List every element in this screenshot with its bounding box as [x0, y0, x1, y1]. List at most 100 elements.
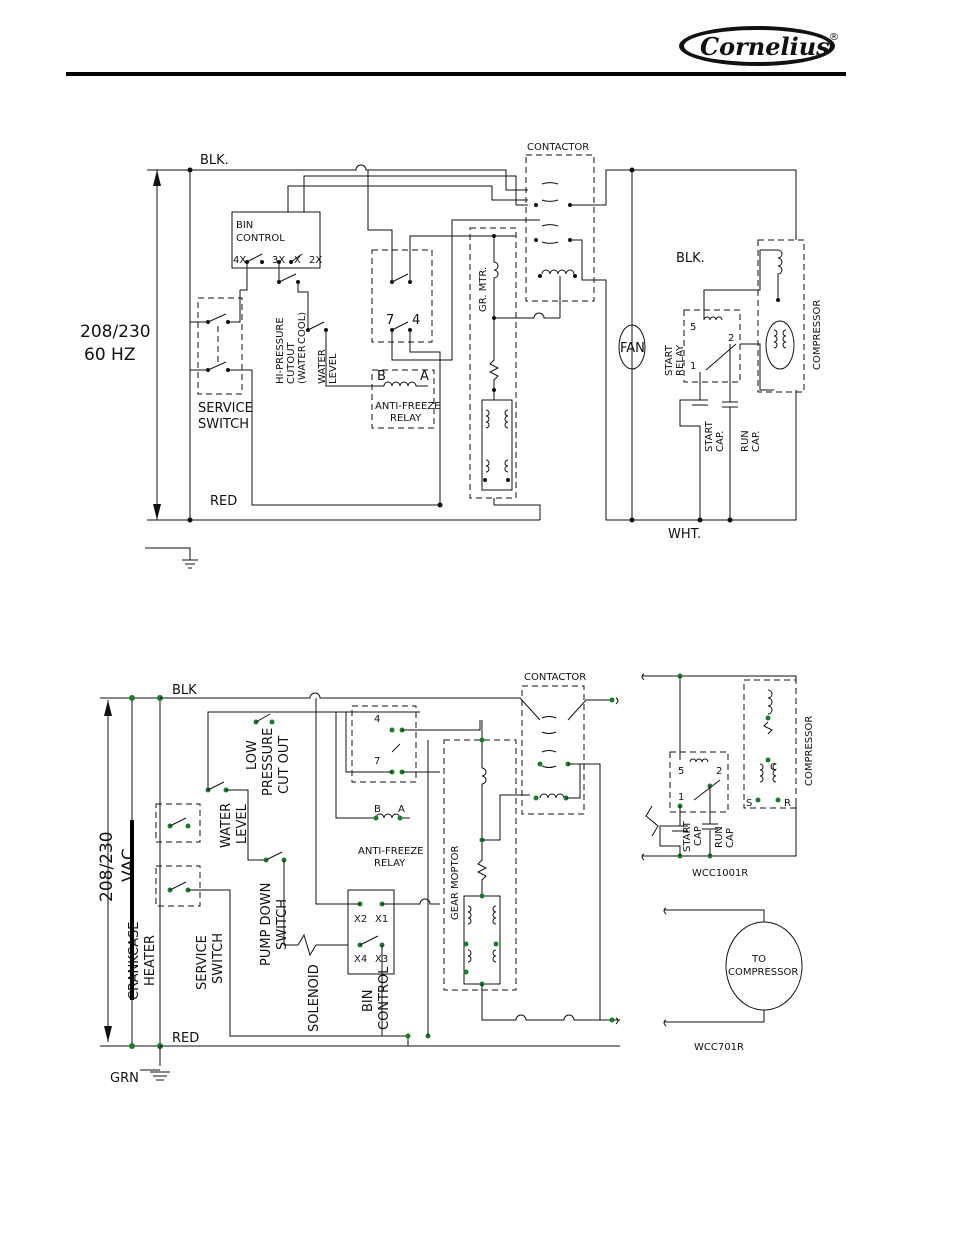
pump-down-label-2: SWITCH — [275, 899, 290, 950]
bin-control-label-1: BIN — [236, 220, 253, 231]
run-cap-label-1: RUN — [740, 430, 751, 452]
contactor-label: CONTACTOR — [527, 142, 589, 153]
logo-registered-mark: ® — [829, 32, 839, 43]
red-line-label-2: RED — [172, 1031, 199, 1046]
service-switch-box — [197, 297, 243, 395]
hi-pressure-label-3: (WATER — [297, 345, 308, 384]
low-pressure-label-2: PRESSURE — [261, 728, 276, 796]
anti-freeze-label-2a: ANTI-FREEZE — [358, 846, 424, 857]
water-level-switch-box — [155, 803, 201, 843]
run-cap-label-2: CAP. — [751, 431, 762, 452]
gear-motor-label-2: GEAR MOPTOR — [450, 845, 461, 920]
logo-text: Cornelius — [700, 32, 830, 61]
relay-coil-b-2: B — [374, 804, 381, 815]
relay-coil-a-2: A — [398, 804, 405, 815]
crankcase-label-1: CRANKCASE — [127, 922, 142, 1000]
hi-pressure-label-1: HI-PRESSURE — [275, 317, 286, 384]
start-relay-label-1: START — [664, 344, 675, 376]
bin-terminal-x2: X2 — [354, 914, 367, 925]
voltage-label-2: 208/230 — [97, 831, 117, 902]
relay-terminal-7: 7 — [386, 313, 394, 328]
start-relay-box — [683, 309, 741, 383]
bin-terminal-x4: X4 — [354, 954, 367, 965]
relay-terminal-4-2: 4 — [374, 714, 380, 725]
relay-coil-a: A — [420, 369, 429, 384]
bin-control-box — [231, 211, 321, 269]
water-level-label-2a: WATER — [219, 803, 234, 848]
blk-line-label: BLK. — [200, 153, 229, 168]
wht-line-label: WHT. — [668, 527, 701, 542]
start-relay-terminal-5-2: 5 — [678, 766, 684, 777]
start-cap-label-1: START — [704, 420, 715, 452]
anti-freeze-relay-contacts-2 — [351, 705, 417, 783]
start-relay-terminal-1: 1 — [690, 361, 696, 372]
voltage-label: 208/230 — [80, 322, 151, 342]
compressor-box — [757, 239, 805, 393]
vac-label: VAC — [119, 848, 139, 882]
red-line-label: RED — [210, 494, 237, 509]
water-level-label-2: LEVEL — [328, 353, 339, 384]
fan-motor — [618, 324, 646, 370]
model-wcc1001r-label: WCC1001R — [692, 868, 748, 879]
contactor-box — [525, 154, 595, 302]
to-compressor-label-1: TO — [751, 954, 766, 965]
to-compressor-label-2: COMPRESSOR — [728, 967, 798, 978]
bin-control-label-2a: BIN — [361, 990, 376, 1012]
diagram-1: 208/230 60 HZ BLK. RED BIN CONTROL 4X 3X… — [80, 142, 823, 569]
diagram-2: 208/230 VAC CRANKCASE HEATER BLK RED GRN… — [97, 672, 815, 1086]
run-cap-label-2a: RUN — [714, 826, 725, 848]
anti-freeze-label-1: ANTI-FREEZE — [375, 401, 441, 412]
anti-freeze-relay-contacts — [371, 249, 433, 343]
relay-terminal-4: 4 — [412, 313, 420, 328]
start-relay-terminal-2: 2 — [728, 333, 734, 344]
compressor-label: COMPRESSOR — [812, 300, 823, 370]
to-compressor-motor — [725, 921, 803, 1011]
compressor-terminal-c: C — [770, 762, 777, 773]
grn-line-label: GRN — [110, 1071, 139, 1086]
contactor-box-2 — [521, 685, 585, 815]
compressor-terminal-r: R — [784, 798, 791, 809]
compressor-label-2: COMPRESSOR — [804, 716, 815, 786]
solenoid-label: SOLENOID — [307, 964, 322, 1032]
bin-control-label-2b: CONTROL — [377, 966, 392, 1030]
low-pressure-label-3: CUT OUT — [277, 736, 292, 794]
start-cap-label-2a: START — [682, 820, 693, 852]
arrow-up-icon — [153, 170, 161, 186]
header: Cornelius ® — [66, 26, 846, 76]
fan-label: FAN — [620, 341, 645, 356]
hi-pressure-label-2: CUTOUT — [286, 341, 297, 384]
start-relay-box-2 — [669, 751, 729, 813]
arrow-down-icon — [153, 504, 161, 520]
service-switch-label-1: SERVICE — [198, 401, 253, 416]
blk-line-label-2: BLK — [172, 683, 197, 698]
anti-freeze-relay-coil-box — [371, 369, 435, 429]
bin-terminal-4x: 4X — [233, 255, 246, 266]
relay-terminal-7-2: 7 — [374, 756, 380, 767]
start-cap-label-2b: CAP — [693, 826, 704, 846]
gear-motor-label: GR. MTR. — [478, 267, 489, 312]
run-cap-label-2b: CAP — [725, 828, 736, 848]
start-relay-terminal-5: 5 — [690, 322, 696, 333]
frequency-label: 60 HZ — [84, 345, 135, 365]
start-relay-terminal-2-2: 2 — [716, 766, 722, 777]
header-rule — [66, 72, 846, 76]
start-relay-label-2: RELAY — [675, 344, 686, 376]
gear-motor-box — [469, 227, 517, 499]
service-switch-label-2b: SWITCH — [211, 933, 226, 984]
cornelius-logo: Cornelius ® — [679, 26, 839, 66]
bin-control-label-2: CONTROL — [236, 233, 285, 244]
anti-freeze-label-2b: RELAY — [374, 858, 406, 869]
water-level-label-1: WATER — [317, 349, 328, 384]
compressor-terminal-s: S — [746, 798, 752, 809]
relay-coil-b: B — [377, 369, 386, 384]
start-cap-label-2: CAP. — [715, 431, 726, 452]
water-level-label-2b: LEVEL — [235, 803, 250, 844]
bin-terminal-x: X — [294, 255, 301, 266]
crankcase-label-2: HEATER — [143, 935, 158, 986]
blk-label-right: BLK. — [676, 251, 705, 266]
model-wcc701r-label: WCC701R — [694, 1042, 744, 1053]
anti-freeze-label-2: RELAY — [390, 413, 422, 424]
service-switch-box-2 — [155, 865, 201, 907]
